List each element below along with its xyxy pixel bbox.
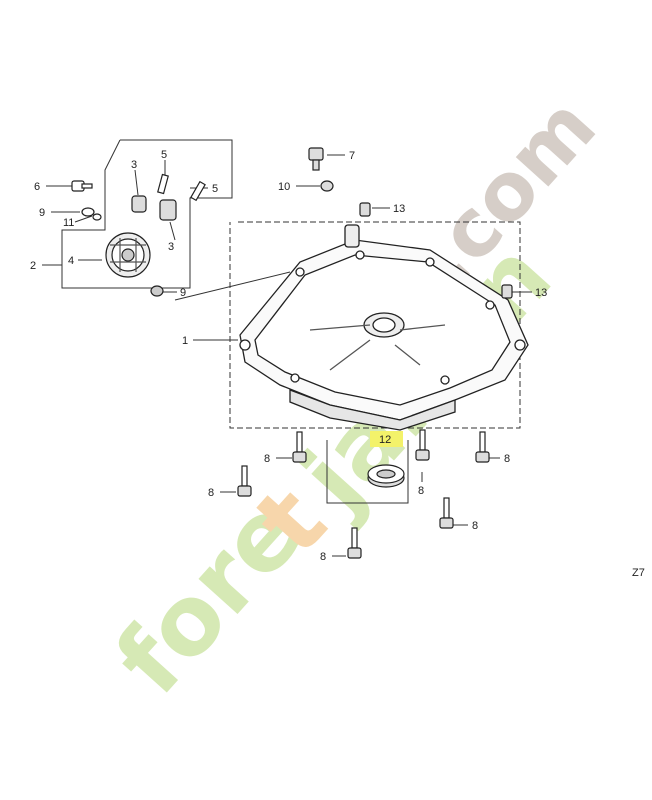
part-13-dowel-a [359,202,371,217]
label-part-13b: 13 [535,287,547,299]
frame-lines [42,139,532,557]
part-8-bolt-d [475,431,490,463]
part-11-clip [92,213,102,221]
leader-9b-long [174,271,291,301]
label-part-9a: 9 [39,207,45,219]
page-code: Z7 [632,567,645,579]
leader-3b [169,221,176,241]
part-8-bolt-c [415,429,430,461]
leader-11 [74,215,93,223]
label-part-8b: 8 [208,487,214,499]
label-part-4: 4 [68,255,74,267]
label-part-2: 2 [30,260,36,272]
part-9-washer-b [150,285,164,297]
part-5-pin-b [190,180,206,202]
leader-3a [134,169,139,196]
frame-main-cover [229,221,521,429]
part-6-bolt [71,180,93,192]
label-part-1: 1 [182,335,188,347]
part-8-bolt-e [439,497,454,529]
part-labels: 6 9 11 2 4 3 5 3 5 9 1 7 10 13 13 8 8 8 … [30,149,645,579]
part-8-bolt-f [347,527,362,559]
label-part-8a: 8 [264,453,270,465]
label-part-3a: 3 [131,159,137,171]
part-5-pin-a [157,173,169,195]
top-parts [308,147,513,299]
frame-left-assembly [61,139,233,289]
frame-part12 [326,440,409,504]
label-part-7: 7 [349,150,355,162]
label-part-3b: 3 [168,241,174,253]
label-part-9b: 9 [180,287,186,299]
part-10-washer [320,180,334,192]
label-part-5b: 5 [212,183,218,195]
label-part-8d: 8 [504,453,510,465]
part-13-dowel-b [501,284,513,299]
label-part-12: 12 [379,434,391,446]
label-part-11: 11 [63,217,74,229]
label-part-8e: 8 [472,520,478,532]
part-3-arm-b [159,199,177,221]
part-8-bolt-a [292,431,307,463]
part-12-highlight [370,431,403,447]
label-part-13a: 13 [393,203,405,215]
left-assembly-parts [71,173,206,297]
part-3-arm-a [131,195,147,213]
part-12-bearing [367,431,405,488]
bolts [237,429,490,559]
label-part-6: 6 [34,181,40,193]
label-part-8c: 8 [418,485,424,497]
part-4-gear [105,232,151,278]
part-8-bolt-b [237,465,252,497]
label-part-10: 10 [278,181,290,193]
label-part-5a: 5 [161,149,167,161]
label-part-8f: 8 [320,551,326,563]
part-7-bolt [308,147,324,171]
part-9-washer-a [81,207,95,217]
part-1-cover [239,224,529,431]
